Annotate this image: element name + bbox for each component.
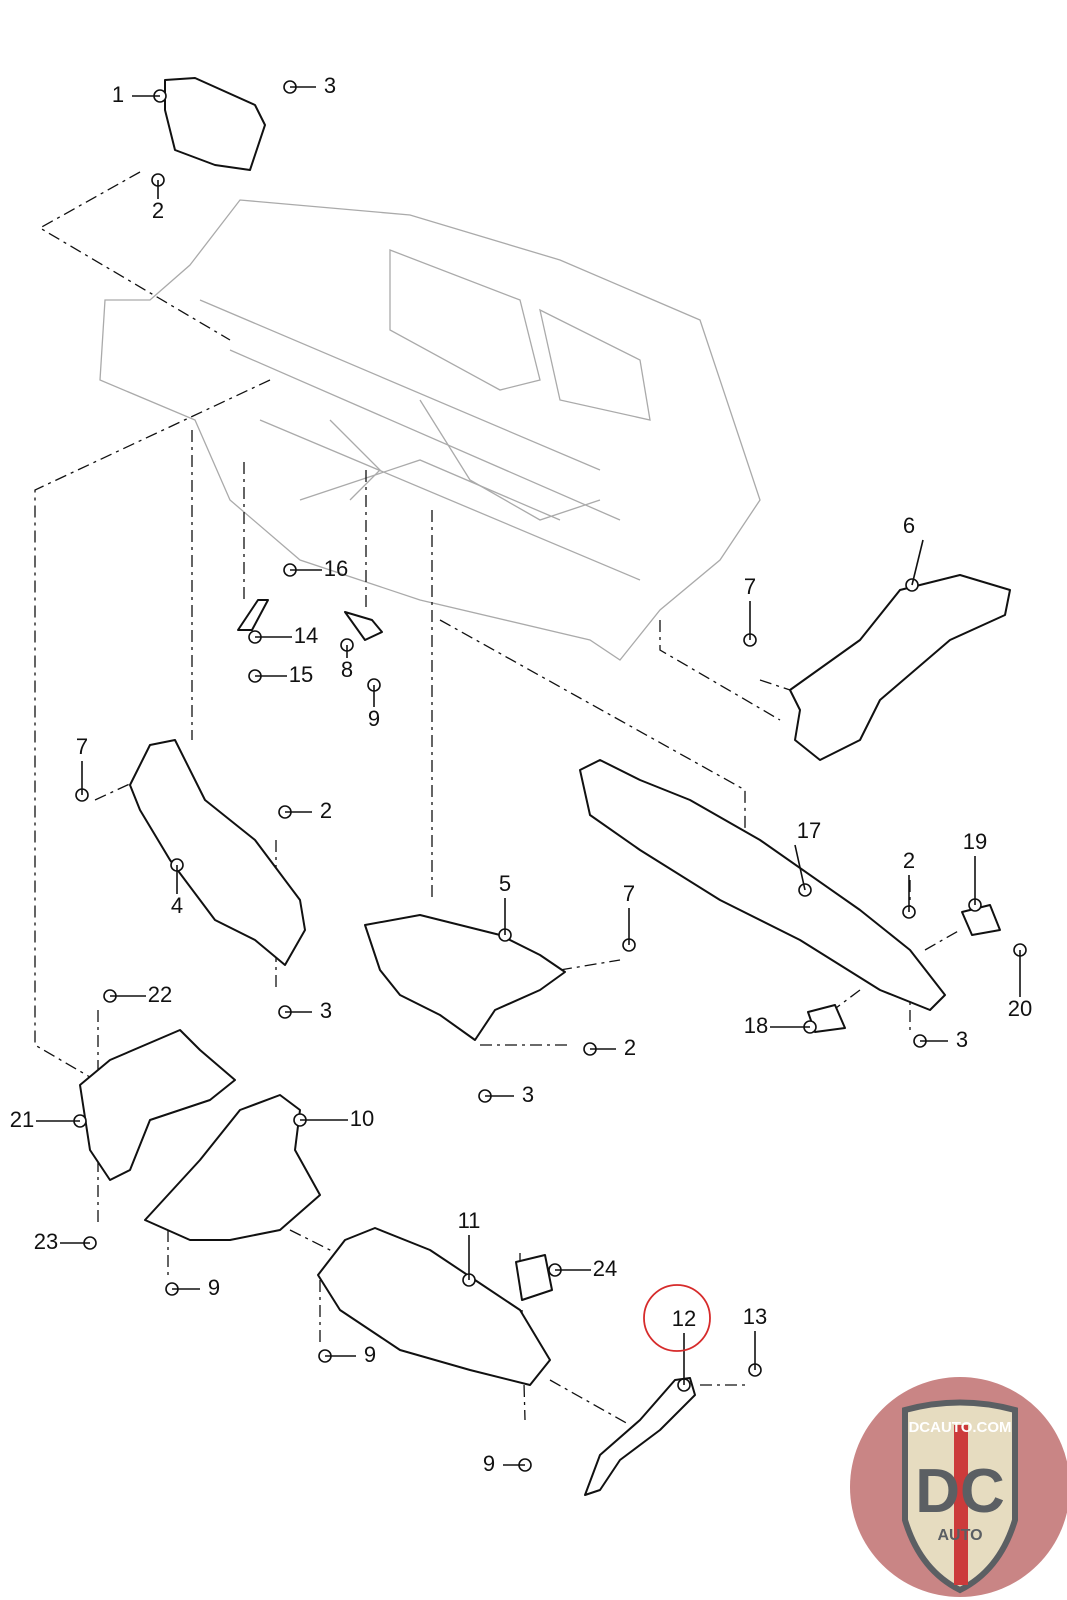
callout-number: 20 (1008, 996, 1032, 1021)
callout-number: 3 (320, 998, 332, 1023)
part-1-cover (164, 77, 266, 171)
part-4-shield (129, 739, 306, 966)
callout-number: 7 (76, 734, 88, 759)
callout-number: 1 (112, 82, 124, 107)
callout-number: 7 (623, 881, 635, 906)
callout-number: 5 (499, 871, 511, 896)
callout-number: 13 (743, 1304, 767, 1329)
callout-number: 21 (10, 1107, 34, 1132)
part-21-shield (79, 1029, 236, 1181)
callout-number: 17 (797, 818, 821, 843)
callout-number: 15 (289, 662, 313, 687)
callout-number: 9 (368, 706, 380, 731)
callout-number: 23 (34, 1229, 58, 1254)
logo-main-text: DC (915, 1457, 1005, 1526)
callout-number: 3 (956, 1027, 968, 1052)
fasteners (73, 80, 1027, 1472)
callout-leaders (36, 86, 1021, 1466)
part-12-bracket (584, 1377, 696, 1496)
part-19-clip (961, 904, 1001, 936)
part-24-bracket (515, 1254, 553, 1301)
callout-number: 2 (320, 798, 332, 823)
callout-number: 18 (744, 1013, 768, 1038)
vehicle-body-shell (99, 199, 761, 661)
callout-number: 16 (324, 556, 348, 581)
callout-number: 9 (364, 1342, 376, 1367)
callout-number: 2 (624, 1035, 636, 1060)
part-17-rail (579, 759, 946, 1011)
logo-top-text: DCAUTO.COM (908, 1419, 1011, 1436)
callout-number: 6 (903, 513, 915, 538)
callout-number: 22 (148, 982, 172, 1007)
callout-number: 11 (458, 1208, 481, 1233)
callout-leader (794, 844, 806, 891)
highlight-circle (643, 1284, 711, 1352)
part-14-bracket (237, 599, 269, 631)
callout-number: 7 (744, 574, 756, 599)
part-10-shield (144, 1094, 321, 1241)
callout-number: 19 (963, 829, 987, 854)
callout-number: 10 (350, 1106, 374, 1131)
callout-number: 8 (341, 657, 353, 682)
callout-leader (911, 539, 924, 586)
callout-number: 12 (672, 1306, 696, 1331)
part-11-shield (317, 1227, 551, 1386)
callout-number: 14 (294, 623, 318, 648)
part-8-clip (344, 611, 383, 641)
callout-number: 2 (152, 198, 164, 223)
callout-number: 2 (903, 848, 915, 873)
part-5-shield (364, 914, 566, 1041)
callout-number: 9 (208, 1275, 220, 1300)
callout-number: 3 (324, 73, 336, 98)
callout-number: 9 (483, 1451, 495, 1476)
callout-number: 3 (522, 1082, 534, 1107)
logo-sub-text: AUTO (937, 1527, 982, 1544)
callout-number: 24 (593, 1256, 617, 1281)
callout-number: 4 (171, 893, 183, 918)
parts (79, 77, 1011, 1496)
dcauto-logo: DCAUTO.COM DC AUTO (850, 1377, 1067, 1597)
part-6-shield (789, 574, 1011, 761)
